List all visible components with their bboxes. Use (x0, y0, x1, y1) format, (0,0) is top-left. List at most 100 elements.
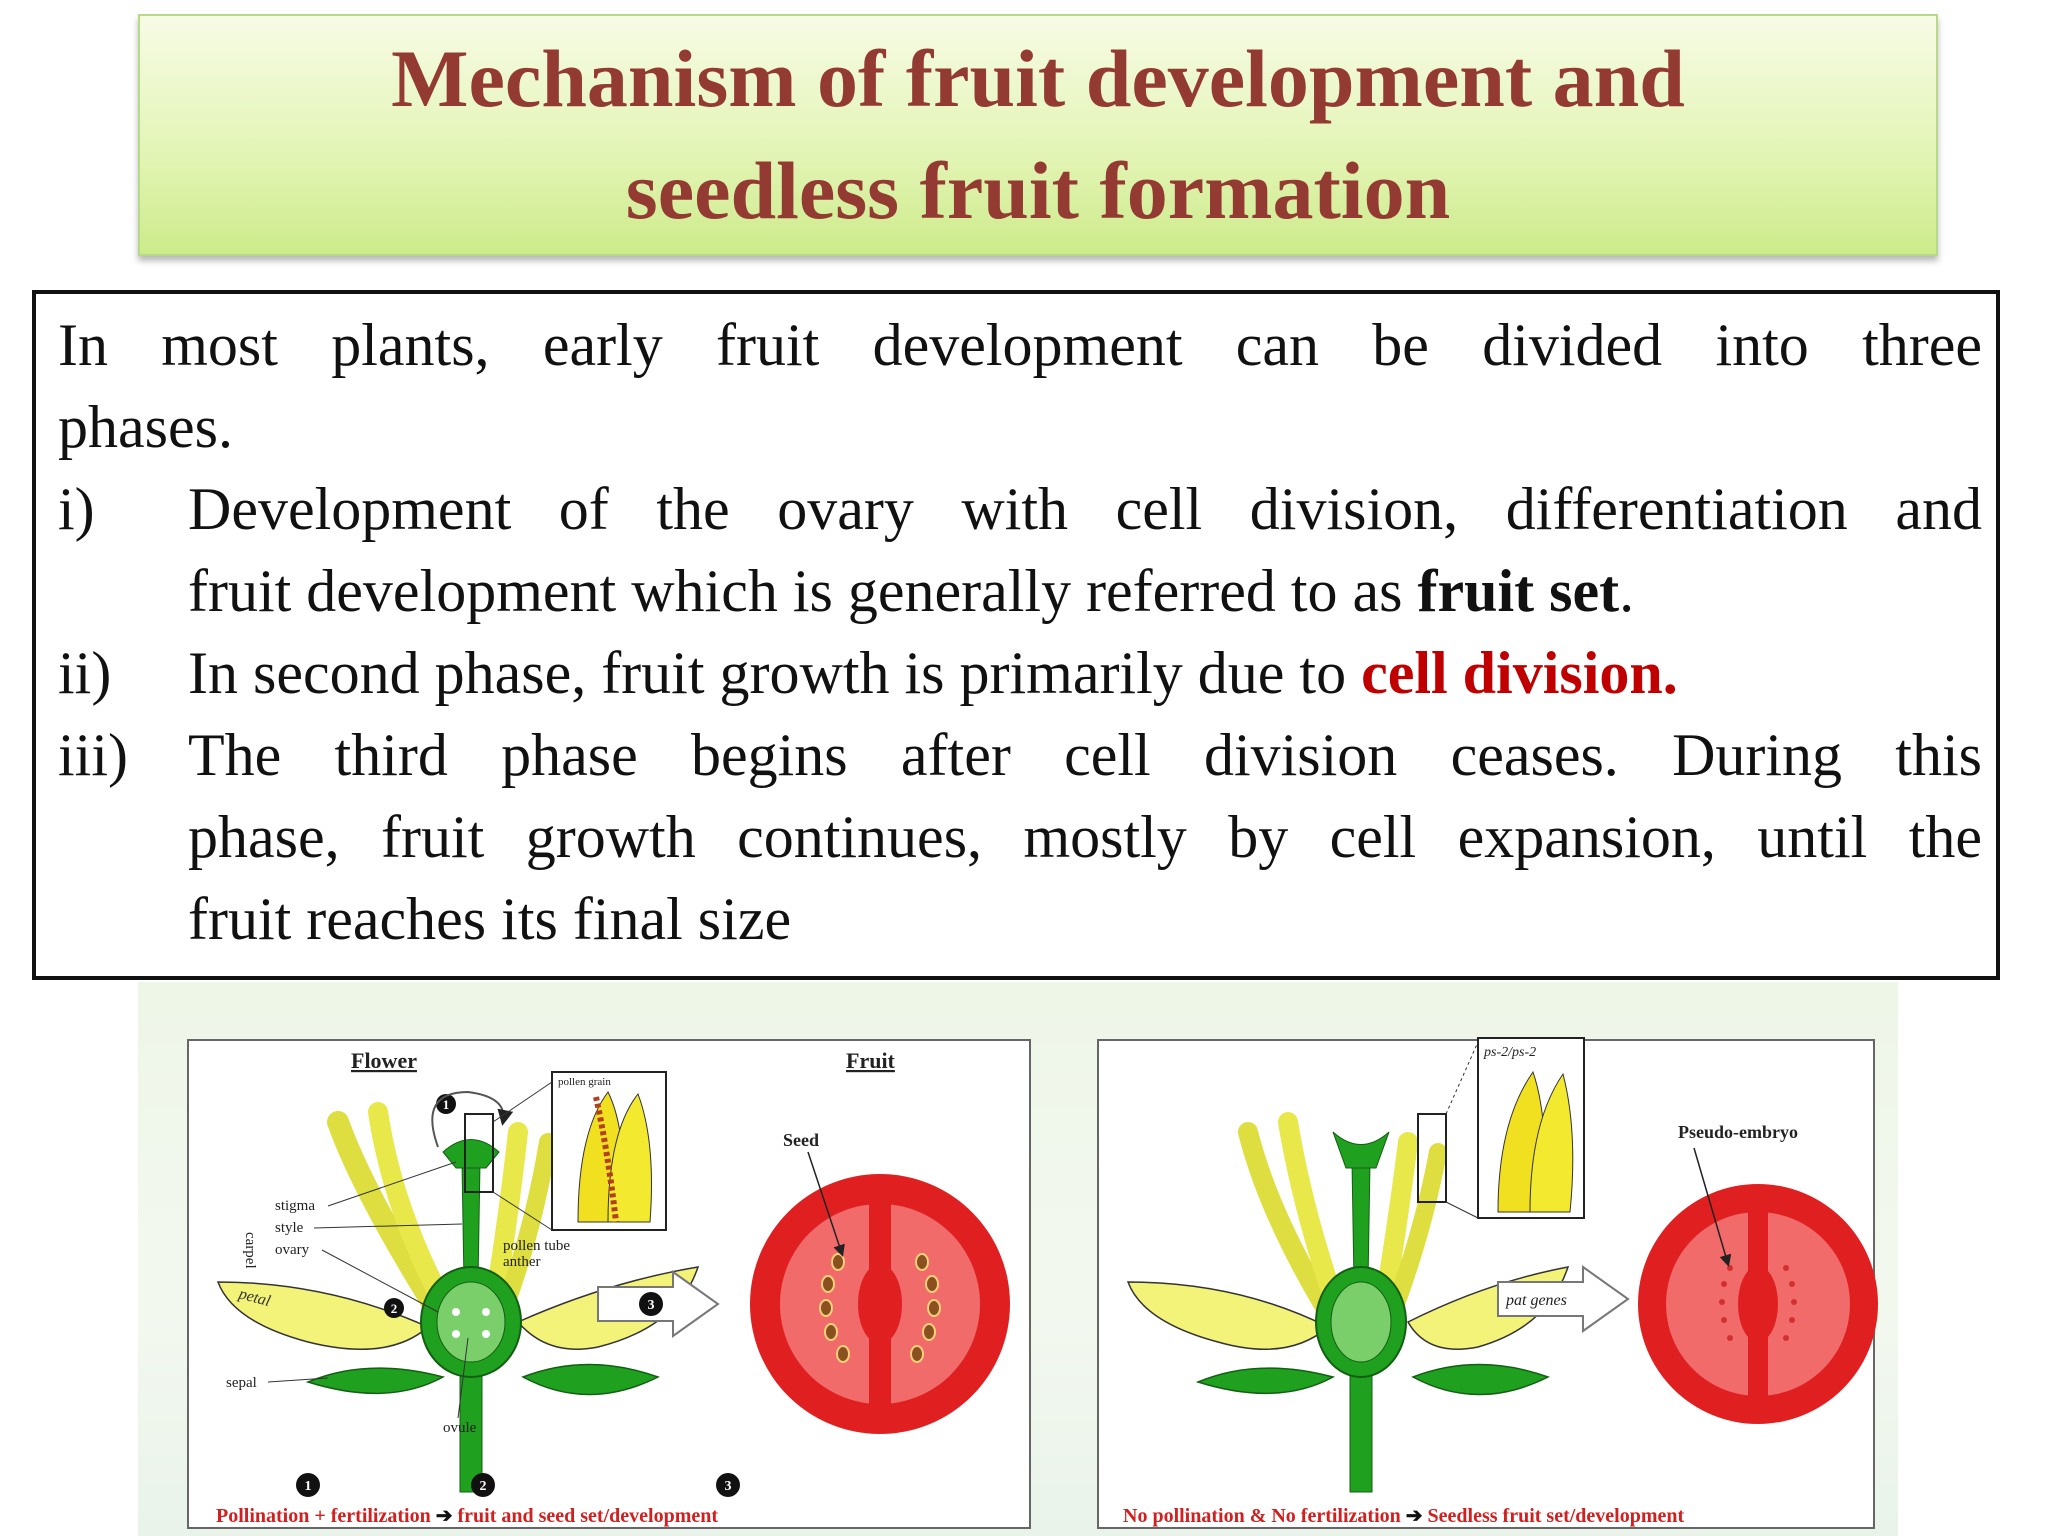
sepal-right (1411, 1363, 1550, 1396)
fruit-header: Fruit (846, 1048, 896, 1073)
title-banner: Mechanism of fruit development and seedl… (138, 14, 1938, 256)
inset-connector (492, 1191, 553, 1231)
legend-step-3 (716, 1473, 740, 1497)
fruit-placenta (1738, 1266, 1778, 1342)
seed-pointer (807, 1151, 845, 1257)
anther-shape (1529, 1072, 1574, 1213)
item-3-line-3: fruit reaches its final size (188, 886, 792, 952)
item-1-text: fruit development which is generally ref… (188, 558, 1418, 624)
pseudo-embryo-pointer (1693, 1147, 1732, 1267)
item-2-line: In second phase, fruit growth is primari… (188, 632, 1982, 714)
item-number: ii) (58, 640, 112, 706)
pollen-tube-label: pollen tube (503, 1238, 570, 1254)
legend-step-3-number: 3 (725, 1479, 732, 1494)
pseudo-embryo-label: Pseudo-embryo (1678, 1122, 1798, 1142)
petal-left (216, 1281, 430, 1350)
fruit-development-diagram: Flower Fruit 1 2 (187, 1037, 1878, 1529)
anther-zoom-box (1417, 1113, 1447, 1203)
item-3-line-2: phase, fruit growth continues, mostly by… (188, 804, 1982, 870)
item-3-line-1: The third phase begins after cell divisi… (188, 722, 1982, 788)
mutant-label: ps-2/ps-2 (1483, 1045, 1536, 1060)
ovule-label: ovule (443, 1420, 477, 1436)
sepal-left (1195, 1367, 1336, 1395)
unpollinated-flower (1126, 1112, 1570, 1493)
step-2-number: 2 (391, 1301, 398, 1316)
item-1-period: . (1619, 558, 1635, 624)
fruit-placenta (858, 1264, 902, 1344)
inset-connector (1445, 1041, 1479, 1115)
inset-connector (492, 1081, 553, 1123)
label-leader (321, 1249, 439, 1313)
figure: Flower Fruit 1 2 (138, 982, 1898, 1536)
stigma (1332, 1131, 1390, 1169)
mutant-inset: ps-2/ps-2 (1445, 1037, 1585, 1219)
intro-line-1: In most plants, early fruit development … (58, 312, 1982, 378)
sepal-label: sepal (226, 1375, 257, 1391)
right-caption: No pollination & No fertilization ➔ Seed… (1123, 1505, 1685, 1527)
left-caption: Pollination + fertilization ➔ fruit and … (216, 1505, 718, 1527)
fruit-set-term: fruit set (1417, 558, 1620, 624)
ovule-dot (482, 1330, 490, 1338)
pat-genes-arrow: pat genes (1497, 1265, 1630, 1333)
item-number: i) (58, 476, 95, 542)
petal-left (1126, 1281, 1330, 1351)
item-number: iii) (58, 722, 128, 788)
stamen (327, 1111, 449, 1323)
stigma (442, 1139, 500, 1169)
development-arrow: 3 (597, 1270, 720, 1338)
seed-label: Seed (783, 1130, 819, 1150)
flower-header: Flower (351, 1048, 417, 1073)
legend-step-2 (471, 1473, 495, 1497)
title-line-2: seedless fruit formation (625, 145, 1451, 236)
cell-division-term: cell division. (1361, 640, 1678, 706)
text-panel: In most plants, early fruit development … (32, 290, 2000, 980)
style-label: style (275, 1220, 304, 1236)
label-leader (313, 1223, 463, 1229)
anther-zoom-box (464, 1113, 494, 1193)
label-leader (457, 1337, 469, 1419)
pollination-arrow (431, 1090, 514, 1148)
sepal-left (305, 1367, 446, 1395)
style (1351, 1161, 1371, 1283)
step-2-marker (384, 1298, 404, 1318)
block-arrow (1497, 1265, 1630, 1333)
ovary-label: ovary (275, 1242, 310, 1258)
pollen-inset: pollen grain (492, 1071, 667, 1231)
seeds (819, 1253, 941, 1363)
item-1-line-1: Development of the ovary with cell divis… (188, 476, 1982, 542)
ovule-dot (452, 1330, 460, 1338)
legend-step-2-number: 2 (480, 1479, 487, 1494)
left-panel: Flower Fruit 1 2 (187, 1039, 1031, 1529)
sepal-right (521, 1363, 660, 1396)
seedless-fruit: Pseudo-embryo (1638, 1122, 1878, 1424)
ovary-locule (436, 1281, 506, 1363)
legend-step-1-number: 1 (305, 1479, 312, 1494)
carpel-label: carpel (242, 1232, 258, 1269)
anther-label: anther (503, 1254, 540, 1270)
legend-step-1 (296, 1473, 320, 1497)
flower-labels: carpel stigma style ovary pollen tube an… (226, 1161, 570, 1436)
pollen-anther-shape (607, 1092, 652, 1223)
inset-connector (1445, 1201, 1479, 1219)
title-line-1: Mechanism of fruit development and (391, 33, 1685, 124)
stamen (1238, 1122, 1338, 1322)
ovary-locule (1330, 1281, 1392, 1363)
step-1-number: 1 (443, 1097, 450, 1112)
item-2-text: In second phase, fruit growth is primari… (188, 640, 1362, 706)
stem (1349, 1371, 1373, 1493)
pollen-tube-path (593, 1096, 619, 1223)
right-panel: ps-2/ps-2 pat genes Pseudo-embryo No pol… (1097, 1037, 1878, 1529)
ovule-dot (452, 1308, 460, 1316)
label-leader (327, 1161, 457, 1207)
step-3-number: 3 (648, 1298, 655, 1313)
intro-line-2: phases. (58, 394, 233, 460)
pollen-grain-label: pollen grain (558, 1076, 611, 1088)
label-leader (267, 1377, 329, 1383)
item-1-line-2: fruit development which is generally ref… (188, 550, 1982, 632)
page-title: Mechanism of fruit development and seedl… (391, 23, 1685, 247)
step-3-marker (639, 1292, 663, 1316)
pat-genes-label: pat genes (1505, 1292, 1567, 1309)
stigma-label: stigma (275, 1198, 315, 1214)
seeded-fruit: Seed (750, 1130, 1010, 1434)
pseudo-embryos (1719, 1265, 1797, 1341)
